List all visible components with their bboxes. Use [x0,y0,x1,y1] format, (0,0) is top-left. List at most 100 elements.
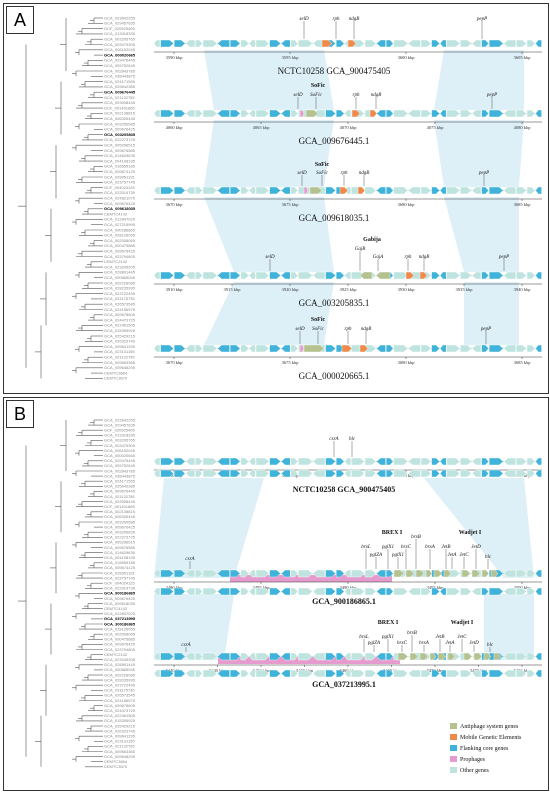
panel-b-track-3-gene-arrow [409,652,419,661]
panel-b-track-3-axis-tick-label: 5465 kbp [383,668,401,673]
panel-a-track-4-gene-arrow [269,271,281,280]
panel-b-gene-arrow [376,669,386,678]
panel-b-tree-leaf-label: GCA_024156975 [104,698,136,703]
panel-a-track-1-gene-arrow [280,39,291,48]
panel-b-track-3-gene-arrow [483,652,492,661]
panel-a-track-5-gene-label: ndgB [361,327,372,332]
panel-b-track-2-gene-arrow [312,569,326,578]
panel-b-track-3-gene-arrow [312,652,326,661]
panel-a-track-2-gene-arrow [336,109,345,118]
panel-b-gene-arrow [460,469,472,478]
panel-b-track-2-axis-tick-label: 3500 kbp [514,585,532,590]
panel-a-track-1-axis-tick-label: 3595 kbp [282,55,300,60]
panel-a-track-1-axis-tick-label: 3590 kbp [166,55,184,60]
panel-b-gene-arrow [364,587,377,596]
panel-b-track-3-gene-arrow [255,652,270,661]
panel-a-track-3-gene-arrow [503,186,516,195]
panel-a-track-4-gene-arrow [481,271,489,280]
panel-a-track-5-gene-arrow [460,344,472,353]
panel-b-track-1-gene-arrow [312,457,326,466]
panel-a-track-5-gene-arrow [255,344,270,353]
panel-a-track-3-gene-arrow [303,186,309,195]
panel-a-track-4-gene-arrow [174,271,186,280]
panel-a-track-2-gene-arrow [420,109,432,118]
panel-b-gene-arrow [431,469,440,478]
panel-b-gene-arrow [481,587,489,596]
panel-b-track-3-gene-arrow [240,652,250,661]
panel-a-synteny-band [444,197,519,272]
panel-b-gene-arrow [503,669,516,678]
panel-a-track-3-gene-arrow [386,186,394,195]
panel-b-gene-arrow [503,587,516,596]
panel-b-track-2-gene-arrow [249,569,256,578]
panel-a-track-2-gene-arrow [516,109,527,118]
panel-b-gene-arrow [535,587,542,596]
panel-b-track-3-gene-arrow [160,652,174,661]
panel-a-tree-leaf-label: GCA_029476445 [104,58,136,63]
panel-b-tree-leaf-label: GCA_024171555 [104,479,136,484]
panel-a-track-4-gene-arrow [249,271,256,280]
panel-b-gene-arrow [325,587,336,596]
panel-b-track-2-gene-label: brxA [425,545,436,550]
panel-b-track-1-gene-arrow [420,457,432,466]
panel-b-track-1-gene-arrow [174,457,186,466]
panel-a-track-1-gene-arrow [202,39,218,48]
panel-a-tree-leaf-label: GCA_009674125 [104,169,136,174]
panel-b-track-3-gene-arrow [280,652,291,661]
panel-a-track-2-axis-tick-label: 4065 kbp [253,125,271,130]
panel-a-track-4-axis-tick-label: 3920 kbp [282,287,300,292]
panel-b-tree-leaf-label: GCA_023642255 [104,417,136,422]
panel-a-track-5-system-label: SoFic [311,317,326,323]
panel-a-track-3-axis-tick-label: 3680 kbp [398,202,416,207]
panel-a-track-3-gene-arrow [439,186,447,195]
panel-a-track-4-gene-arrow [280,271,291,280]
panel-b-tree-leaf-label: CEMTC2142 [104,652,128,657]
panel-b-track-1-gene-arrow [255,457,270,466]
panel-a-track-1-gene-arrow [535,39,542,48]
panel-a-tree-leaf-label: GCA_000665045 [104,275,136,280]
panel-a-track-5-gene-arrow [526,344,536,353]
panel-b-tree-leaf-label: GCF_004024125 [104,581,135,586]
panel-a-track-5-axis-tick-label: 3685 kbp [514,360,532,365]
panel-b-track-2-gene-label: brxB [411,535,421,540]
panel-b-tree-leaf-label: GCA_009676425 [104,596,136,601]
panel-b-track-3-gene-arrow [419,652,429,661]
panel-b-track-3-gene-label: blc [487,643,494,648]
panel-a-track-2-gene-arrow [393,109,409,118]
panel-b-gene-arrow [249,469,256,478]
panel-a-track-5-gene-arrow [516,344,527,353]
panel-a-track-1-gene-arrow [255,39,270,48]
panel-a-tree-leaf-label: GCA_009676425 [104,201,136,206]
panel-b-track-1-gene-arrow [376,457,386,466]
panel-a-tree-leaf-label: GCA_022273725 [104,137,136,142]
panel-b-gene-arrow [160,469,174,478]
panel-a-tree-leaf-label: GCA_022461505 [104,323,136,328]
panel-a-tree-leaf-label: GCA_028891445 [104,270,136,275]
panel-b-track-1-gene-arrow [439,457,447,466]
panel-a-track-1-gene-arrow [446,39,461,48]
panel-a-track-1-gene-arrow [153,39,161,48]
panel-b-tree-leaf-label: GCA_025642385 [104,484,136,489]
panel-a-tree-leaf-label: GCA_009676425 [104,249,136,254]
panel-a-track-2-gene-arrow [217,109,230,118]
panel-b-tree-leaf-label: GCA_000020665 [104,453,136,458]
panel-a-track-4-axis-tick-label: 3935 kbp [456,287,474,292]
panel-b-track-2-gene-arrow [240,569,250,578]
panel-b-tree-leaf-label: GCA_002228085 [104,672,136,677]
panel-a-track-1-gene-arrow [347,39,357,48]
panel-a-track-1-gene-arrow [516,39,527,48]
panel-b-track-3-gene-arrow [202,652,218,661]
panel-a-track-3-gene-label: pepP [478,171,489,176]
panel-b-track-3-gene-arrow [437,652,447,661]
legend-swatch [450,756,457,762]
panel-b-gene-arrow [386,669,394,678]
panel-b-tree-leaf-label: GCA_003205835 [104,530,136,535]
panel-b-track-1-gene-arrow [290,457,299,466]
panel-b-track-1-gene-arrow [344,457,351,466]
legend-label: Other genes [460,768,489,774]
panel-b-track-3-gene-arrow [195,652,203,661]
panel-a-track-3-gene-arrow [376,186,386,195]
panel-b-tree-leaf-label: GCA_014629635 [104,550,136,555]
